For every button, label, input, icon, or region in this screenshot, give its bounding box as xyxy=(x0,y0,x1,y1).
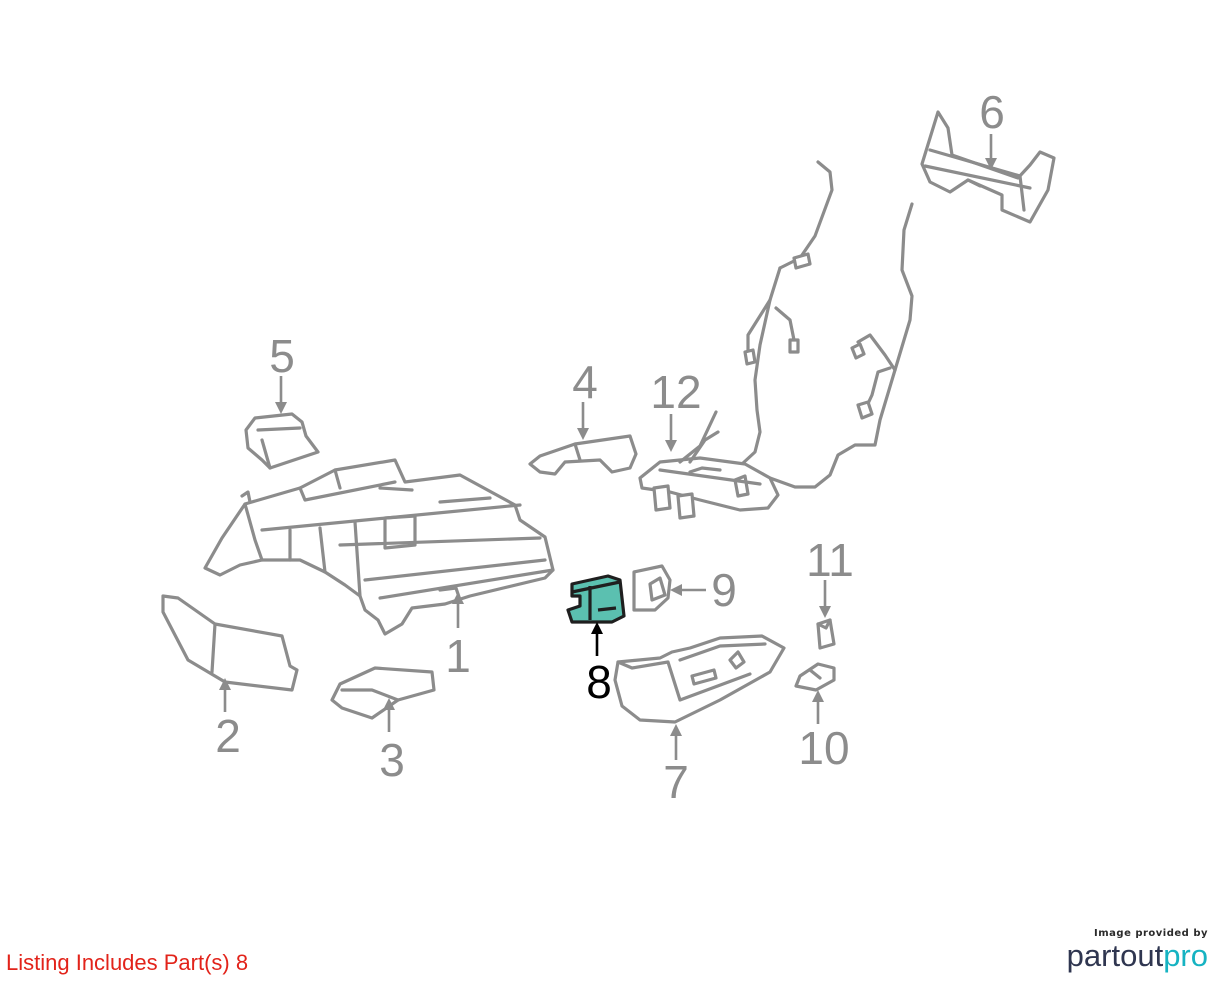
part-6-back-bracket xyxy=(920,110,1056,224)
callout-12: 12 xyxy=(650,366,701,418)
part-10-knob xyxy=(794,662,836,692)
part-11-block xyxy=(816,618,836,650)
part-7-side-shield xyxy=(613,634,786,724)
callout-10: 10 xyxy=(798,722,849,774)
part-5-bracket xyxy=(244,412,320,470)
partoutpro-logo: Image provided by partoutpro xyxy=(1048,928,1208,978)
callout-9: 9 xyxy=(711,564,737,616)
part-8-shape xyxy=(566,574,626,624)
callout-11: 11 xyxy=(806,534,854,586)
logo-caption: Image provided by xyxy=(1094,928,1208,939)
part-4-handle xyxy=(528,434,638,476)
callout-1: 1 xyxy=(445,630,471,682)
listing-note: Listing Includes Part(s) 8 xyxy=(6,950,249,975)
part-1-seat-frame xyxy=(203,458,555,636)
callout-8-highlighted: 8 xyxy=(586,656,612,708)
part-12-wire-harness xyxy=(638,160,914,520)
callout-4: 4 xyxy=(572,356,598,408)
leader-lines xyxy=(219,134,997,760)
logo-wordmark: partoutpro xyxy=(1067,938,1208,974)
callout-2: 2 xyxy=(215,710,241,762)
callout-labels: 1 2 3 4 5 6 7 9 10 11 12 8 xyxy=(215,86,1005,808)
logo-brand-main: partout xyxy=(1066,938,1164,973)
callout-5: 5 xyxy=(269,330,295,382)
part-2-outer-trim xyxy=(161,594,299,692)
part-9-cap xyxy=(632,564,672,612)
callout-7: 7 xyxy=(663,756,689,808)
logo-brand-accent: pro xyxy=(1163,938,1208,973)
callout-3: 3 xyxy=(379,734,405,786)
part-8-cover-highlighted xyxy=(566,574,626,624)
callout-6: 6 xyxy=(979,86,1005,138)
part-3-cover xyxy=(330,666,436,720)
